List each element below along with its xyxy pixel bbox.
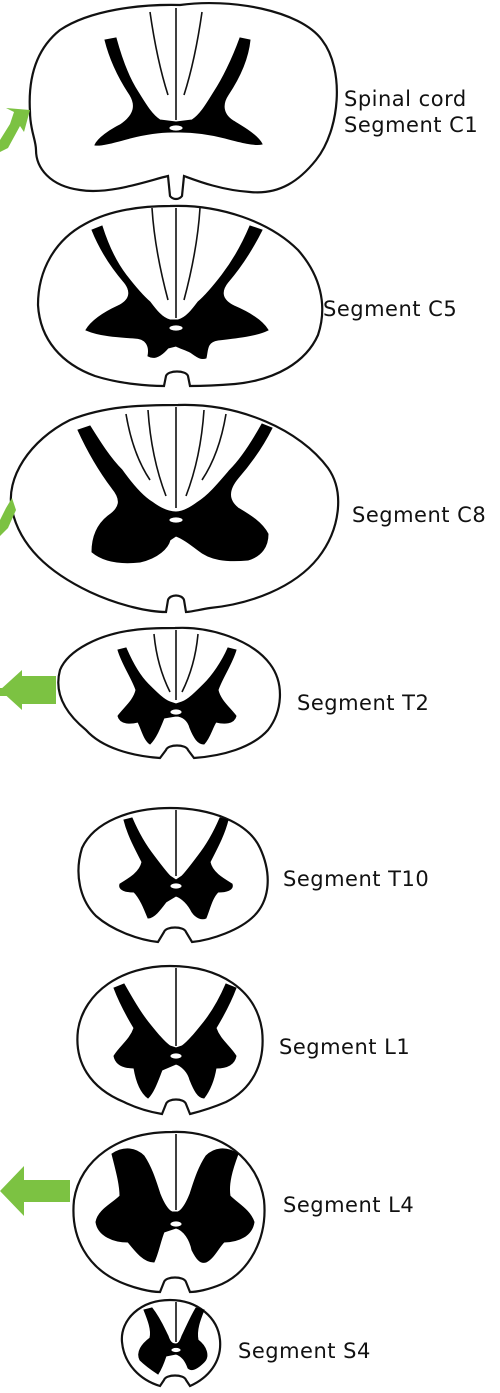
cord-section-t10 [78, 808, 267, 942]
label-t2: Segment T2 [297, 690, 429, 716]
label-t10: Segment T10 [283, 866, 429, 892]
label-c8: Segment C8 [352, 502, 486, 528]
cord-section-l4 [73, 1132, 264, 1292]
label-c1: Spinal cord Segment C1 [344, 86, 478, 138]
label-c1-line2: Segment C1 [344, 112, 478, 138]
cord-section-c5 [38, 206, 322, 386]
label-c1-line1: Spinal cord [344, 86, 478, 112]
cord-section-c1 [30, 3, 337, 199]
label-l1: Segment L1 [279, 1034, 410, 1060]
cord-section-s4 [122, 1300, 220, 1386]
green-arrow-t2 [0, 670, 56, 710]
green-arrow-l4 [0, 1166, 70, 1216]
label-c5: Segment C5 [323, 296, 457, 322]
label-l4: Segment L4 [283, 1192, 414, 1218]
cord-section-t2 [58, 628, 280, 758]
label-s4: Segment S4 [238, 1338, 371, 1364]
green-arrow-c1 [0, 108, 30, 152]
cord-section-l1 [77, 966, 262, 1114]
cord-section-c8 [11, 405, 338, 612]
